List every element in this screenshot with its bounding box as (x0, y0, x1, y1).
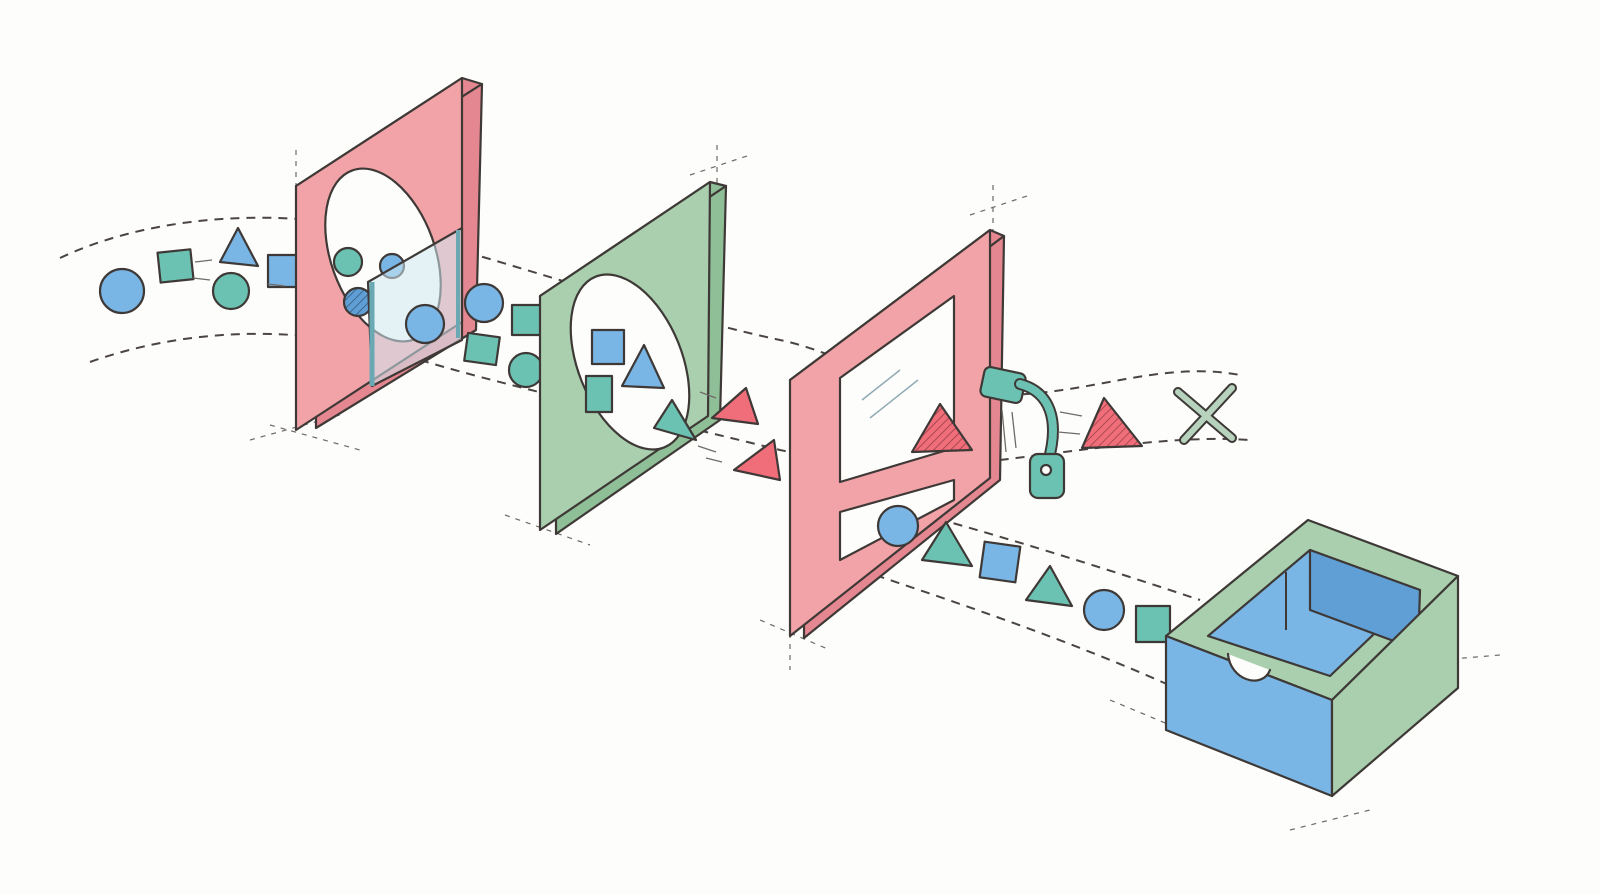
triangle-shape (1024, 564, 1074, 608)
triangle-shape (920, 520, 974, 568)
triangle-shape (652, 398, 698, 442)
square-shape (1134, 604, 1172, 644)
triangle-shape (218, 226, 260, 268)
square-shape (156, 248, 195, 284)
stream-shapes-2 (652, 386, 782, 482)
square-shape (590, 328, 626, 366)
circle-shape (211, 271, 251, 311)
input-shapes (98, 226, 300, 315)
triangle-shape (620, 343, 666, 390)
triangle-shape (710, 386, 760, 426)
triangle-shape (1080, 396, 1144, 450)
rejected-output (1057, 383, 1237, 450)
triangle-shape (910, 402, 974, 454)
filter-frame-circle-1 (294, 76, 484, 432)
square-shape (978, 540, 1022, 584)
cross-icon (1173, 383, 1237, 445)
robot-arm (910, 365, 1066, 500)
square-shape (510, 303, 544, 337)
bin-icon (1164, 518, 1460, 798)
circle-shape (507, 351, 545, 389)
circle-shape (332, 246, 364, 278)
circle-shape (98, 267, 146, 315)
circle-shape (404, 303, 446, 345)
square-shape (463, 331, 501, 367)
filter-frame-circle-2 (538, 180, 728, 536)
circle-shape (876, 504, 920, 548)
filter-frame-rect (788, 228, 1006, 640)
square-shape (266, 253, 300, 289)
accepted-shapes (876, 504, 1172, 644)
circle-shape (463, 282, 505, 324)
triangle-shape (732, 438, 782, 482)
circle-shape (1082, 588, 1126, 632)
square-shape (584, 374, 614, 414)
